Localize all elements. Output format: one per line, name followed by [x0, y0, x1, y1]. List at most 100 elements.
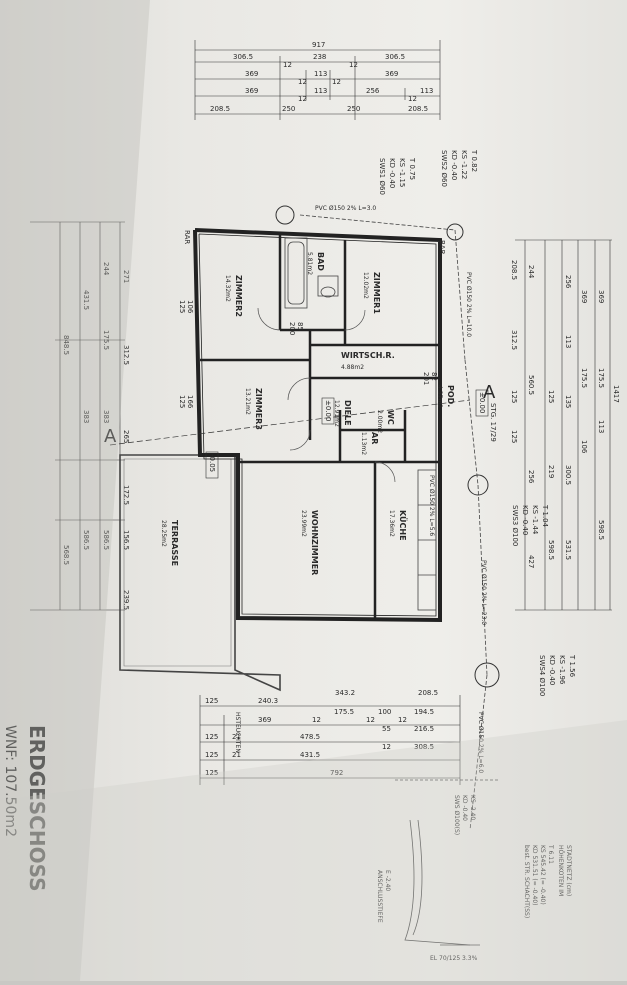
dim-label: 306.5	[385, 53, 405, 61]
pipe-label: PVC Ø150 2% L=3.0	[315, 205, 376, 212]
dim-label: 427	[527, 555, 535, 568]
section-mark-left: A	[104, 426, 117, 447]
room-name: BAD	[316, 252, 325, 271]
dim-label: 244	[527, 265, 535, 279]
conn-shaft-line: KS -2.40	[469, 795, 476, 820]
room-area: 28.25m2	[160, 520, 167, 547]
conn-shaft-title: SWS Ø100(S)	[453, 795, 460, 835]
shaft-line: T 0.82	[470, 149, 478, 172]
dimensions-right	[515, 239, 612, 611]
room-area: 23.99m2	[300, 510, 307, 537]
height-note: STADTNETZ (cm)	[565, 845, 572, 896]
dim-label: 12	[298, 78, 307, 86]
dim-label: 175.5	[102, 330, 110, 350]
room-diele: DIELE 12.91m2	[333, 400, 352, 427]
misc-label: RAR	[183, 230, 191, 244]
dim-label: 598.5	[547, 540, 555, 560]
room-wirtsch: WIRTSCH.R. 4.88m2	[341, 351, 395, 371]
dim-label: 478.5	[300, 733, 320, 741]
shaft-line: KS -1.22	[460, 150, 468, 179]
shaft-title: SWS1 Ø60	[378, 158, 386, 195]
room-zimmer3: ZIMMER3 13.21m2	[244, 388, 263, 430]
room-area: 17.36m2	[388, 510, 395, 537]
dim-label: 216.5	[414, 725, 434, 733]
dim-label: 125	[547, 390, 555, 403]
dim-label: 431.5	[300, 751, 320, 759]
street-title: best. STR. SCHACHT(SS)	[523, 845, 530, 918]
dim-label: 369	[597, 290, 605, 303]
room-pod: POD. 4.37m2	[436, 385, 455, 408]
room-labels: ZIMMER2 14.32m2 BAD 5.81m2 ZIMMER1 12.02…	[160, 252, 455, 575]
dim-label: 369	[580, 290, 588, 303]
shaft-sws2: SWS2 Ø60 KD -0.40 KS -1.22 T 0.82	[440, 149, 478, 187]
dim-label: 369	[258, 716, 271, 724]
room-name: ZIMMER3	[254, 388, 263, 430]
dim-label: 848.5	[62, 335, 70, 355]
room-area: 5.81m2	[306, 252, 313, 275]
shaft-sws1: SWS1 Ø60 KD -0.40 KS -1.15 T 0.75	[378, 157, 416, 195]
conn-shaft-line: KD -0.40	[461, 795, 468, 821]
dim-label: 383	[82, 410, 90, 423]
dim-label: 256	[527, 470, 535, 484]
dim-label: 586.5	[82, 530, 90, 550]
misc-label: HSTEUCHTEN	[234, 712, 241, 753]
sewer-pipes	[299, 214, 488, 831]
dim-label: 55	[382, 725, 391, 733]
dim-label: 306.5	[233, 53, 253, 61]
depth-value: E -2.40	[384, 870, 391, 891]
level-markers: ±0.00 -0.05 ±0.00 STG. 17/29	[205, 389, 497, 479]
dim-label: 113	[420, 87, 433, 95]
dim-label: 106	[580, 440, 588, 454]
shaft-sws3: SWS3 Ø100 KD -0.40 KS -1.44 T 1.04	[511, 504, 549, 546]
connection-labels: SWS Ø100(S) KD -0.40 KS -2.40 best. STR.…	[376, 795, 572, 962]
dim-label: 586.5	[102, 530, 110, 550]
depth-title: ANSCHLUSSTIEFE	[376, 870, 383, 923]
dim-label: 256	[564, 275, 572, 289]
room-name: ZIMMER1	[372, 272, 381, 314]
room-name: WIRTSCH.R.	[341, 351, 395, 360]
dim-label: 12	[298, 95, 307, 103]
room-area: 13.21m2	[244, 388, 251, 415]
dim-label: 219	[547, 465, 555, 478]
room-area: 12.02m2	[362, 272, 369, 299]
dim-label: 369	[245, 87, 258, 95]
dim-label: 312.5	[122, 345, 130, 365]
room-name: WC	[386, 410, 395, 425]
room-name: POD.	[446, 385, 455, 407]
dim-label: 125	[510, 430, 518, 443]
connection-detail	[395, 779, 500, 946]
shaft-line: T 0.75	[408, 157, 416, 180]
dim-label: 172.5	[122, 485, 130, 505]
room-wohnzimmer: WOHNZIMMER 23.99m2	[300, 510, 319, 575]
conn-pipe: EL 70/125 3.3%	[430, 955, 478, 962]
dim-label: 308.5	[414, 743, 434, 751]
pipe-labels: PVC Ø150 2% L=3.0 PVC Ø150 2% L=10.0 PVC…	[315, 205, 487, 773]
dimensions-left	[30, 221, 125, 611]
dim-label: 1417	[612, 385, 620, 403]
dim-label: 208.5	[210, 105, 230, 113]
dim-label: 560.5	[527, 375, 535, 395]
dimension-labels-top: 917 306.5 12 238 12 306.5 369 12 113 12 …	[210, 41, 433, 113]
room-zimmer2: ZIMMER2 14.32m2	[224, 275, 243, 317]
dim-label: 240.3	[258, 697, 278, 705]
room-ar: AR 1.13m2	[360, 432, 379, 455]
dim-label: 431.5	[82, 290, 90, 310]
room-area: 1.13m2	[360, 432, 367, 455]
street-line: KS 545.42 (= -0.40)	[539, 845, 546, 905]
dimension-labels-left: 271 312.5 265 172.5 156.5 239.5 244 175.…	[62, 262, 130, 610]
level-label: ±0.00	[324, 400, 332, 421]
dim-label: 194.5	[414, 708, 434, 716]
shaft-line: KD -0.40	[450, 150, 458, 180]
dim-label: 156.5	[122, 530, 130, 550]
dim-label: 250	[282, 105, 295, 113]
dim-label: 598.5	[597, 520, 605, 540]
pipe-label: PVC Ø150 2% L=5.6	[428, 475, 435, 536]
door-label: 125	[178, 395, 186, 408]
room-name: ZIMMER2	[234, 275, 243, 317]
dim-label: 100	[378, 708, 391, 716]
dim-label: 250	[347, 105, 360, 113]
room-name: KÜCHE	[398, 510, 408, 541]
dim-label: 12	[408, 95, 417, 103]
dim-label: 531.5	[564, 540, 572, 560]
